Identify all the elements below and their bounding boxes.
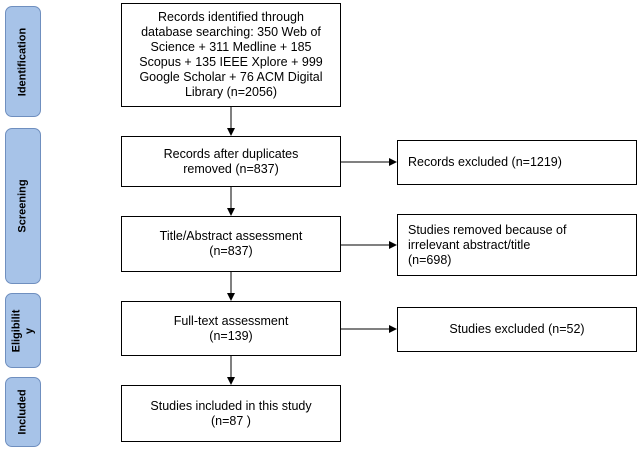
- phase-included: Included: [5, 377, 41, 447]
- box-studies-removed-irrelevant: Studies removed because of irrelevant ab…: [397, 214, 637, 276]
- box-title-abstract-assessment: Title/Abstract assessment (n=837): [121, 216, 341, 272]
- box-records-identified: Records identified through database sear…: [121, 3, 341, 107]
- box-studies-included: Studies included in this study (n=87 ): [121, 385, 341, 442]
- phase-eligibility: Eligibilit y: [5, 293, 41, 368]
- box-studies-excluded: Studies excluded (n=52): [397, 307, 637, 352]
- box-full-text-assessment: Full-text assessment (n=139): [121, 301, 341, 356]
- box-records-excluded: Records excluded (n=1219): [397, 140, 637, 185]
- phase-identification: Identification: [5, 6, 41, 117]
- box-records-after-duplicates: Records after duplicates removed (n=837): [121, 136, 341, 187]
- phase-screening: Screening: [5, 128, 41, 284]
